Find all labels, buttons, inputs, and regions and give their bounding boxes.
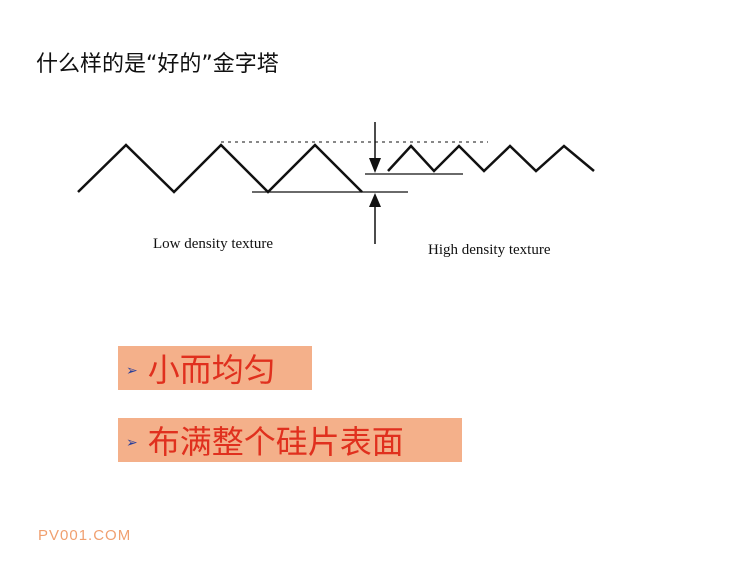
up-arrow-head	[369, 193, 381, 207]
bullet-text: 布满整个硅片表面	[147, 423, 404, 461]
arrow-bullet-icon: ➢	[126, 435, 138, 451]
bullet-item: ➢ 小而均匀	[118, 346, 312, 390]
low-density-label: Low density texture	[153, 236, 273, 252]
high-density-profile	[387, 144, 595, 173]
high-density-label: High density texture	[428, 242, 551, 258]
page-title: 什么样的是“好的”金字塔	[36, 52, 279, 77]
down-arrow-head	[369, 158, 381, 173]
arrow-bullet-icon: ➢	[126, 363, 138, 379]
low-density-profile	[77, 143, 363, 194]
watermark: PV001.COM	[38, 527, 132, 544]
bullet-item: ➢ 布满整个硅片表面	[118, 418, 462, 462]
bullet-text: 小而均匀	[147, 351, 276, 389]
